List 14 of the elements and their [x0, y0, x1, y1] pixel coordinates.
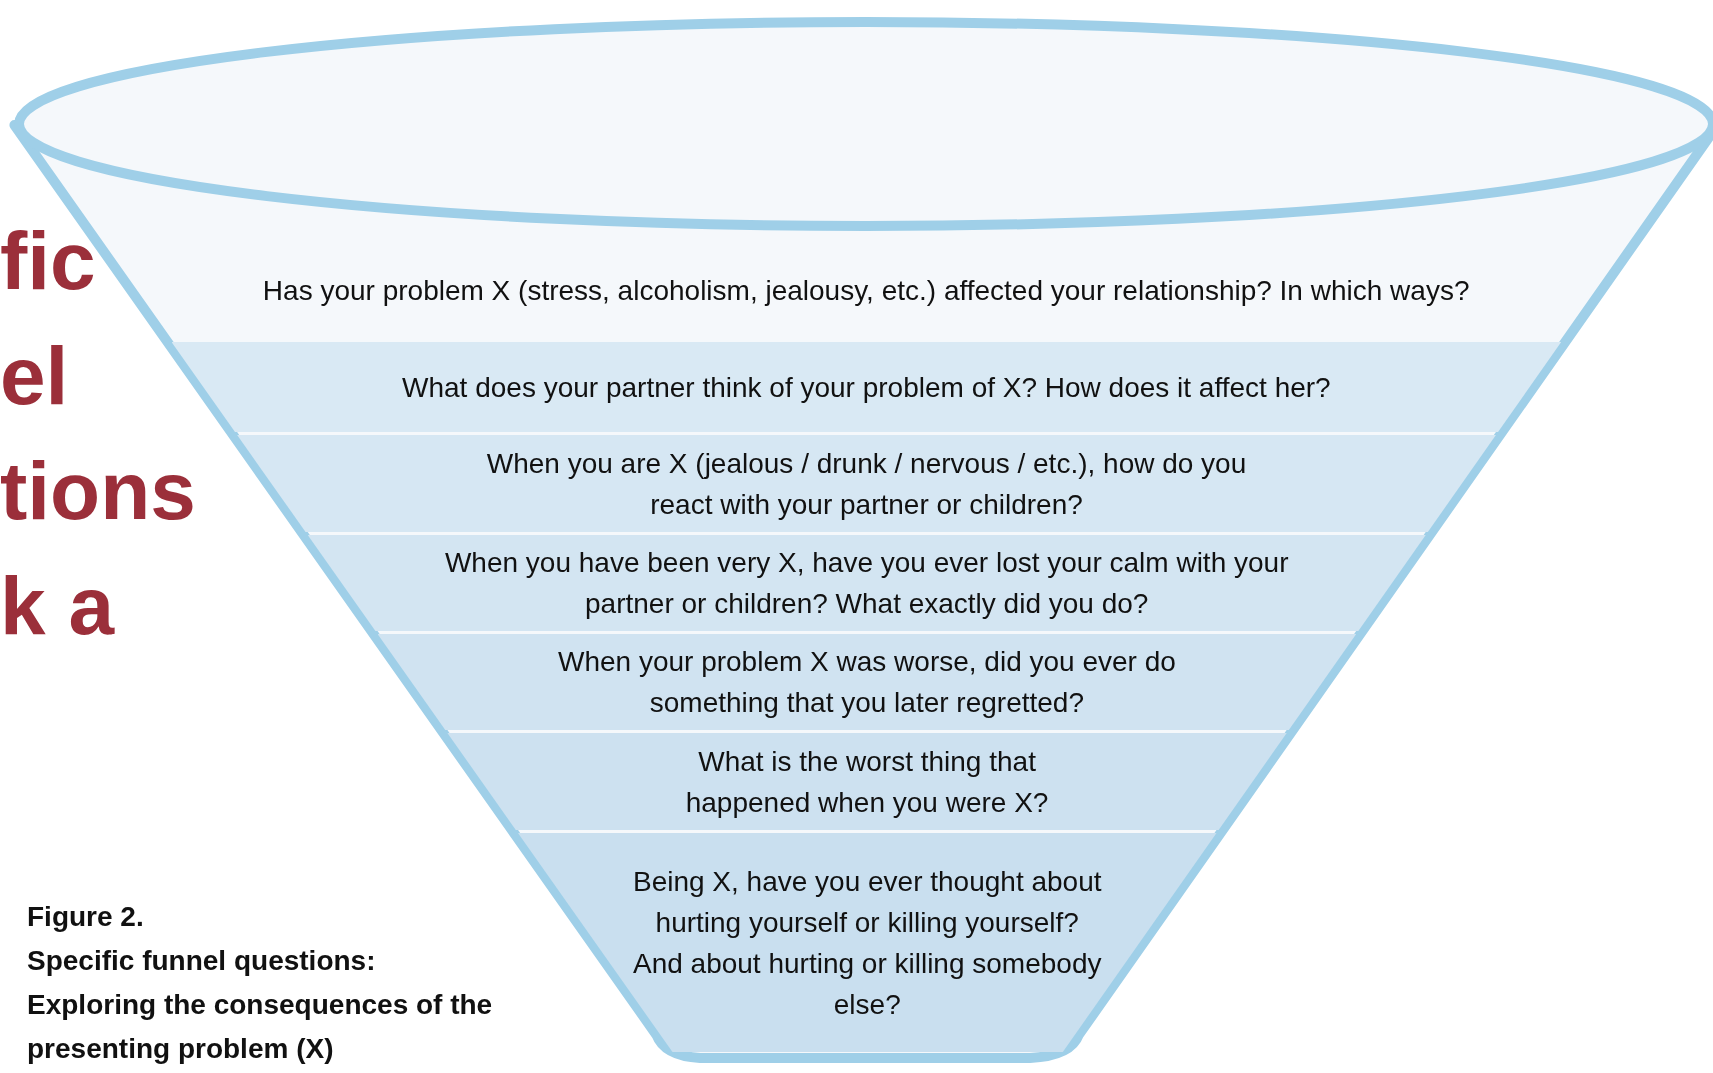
question-text: When you are X (jealous / drunk / nervous / etc.), how do you react with your partner or children? — [486, 446, 1247, 522]
question-text: When your problem X was worse, did you ever do something that you later regretted? — [556, 645, 1177, 720]
figure-number: Figure 2. — [27, 900, 144, 934]
question-text: And about hurting or killing somebody else? — [632, 946, 1103, 1022]
cropped-heading-fragment: k a — [0, 565, 114, 647]
question-text: What does your partner think of your problem of X? How does it affect her? — [402, 370, 1331, 405]
question-text: When you have been very X, have you ever lost your calm with your partner or children? What exactly did you do? — [443, 546, 1290, 621]
cropped-heading-fragment: tions — [0, 450, 196, 532]
question-text: Has your problem X (stress, alcoholism, jealousy, etc.) affected your relationship? In which ways? — [262, 274, 1470, 308]
cropped-heading-fragment: el — [0, 335, 69, 417]
question-text: What is the worst thing that happened when you were X? — [684, 744, 1050, 820]
figure-caption: Specific funnel questions: Exploring the consequences of the presenting problem (X) — [27, 944, 494, 1066]
question-text: Being X, have you ever thought about hurting yourself or killing yourself? — [632, 864, 1103, 940]
cropped-heading-fragment: fic — [0, 220, 96, 302]
